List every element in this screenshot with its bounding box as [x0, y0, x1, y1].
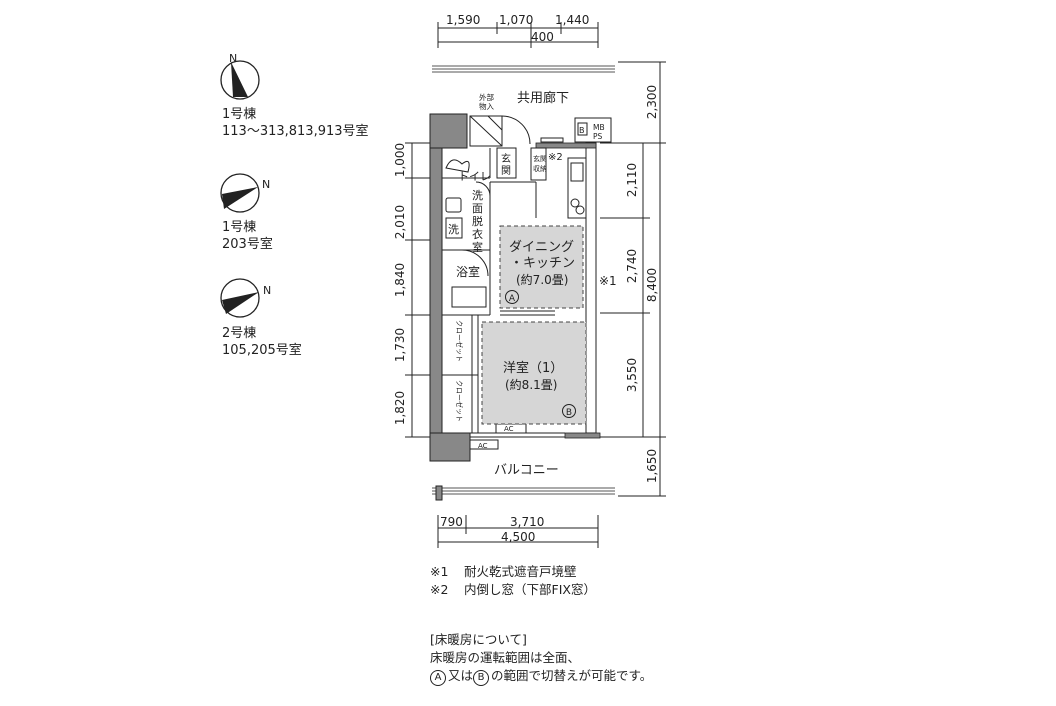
ac-label: AC	[478, 442, 488, 450]
dim-left-4: 1,730	[393, 328, 407, 362]
washer-label: 洗	[448, 223, 459, 236]
dim-top-3: 1,440	[555, 13, 589, 27]
dining-label: ・キッチン	[510, 256, 575, 271]
bath-label: 浴室	[456, 264, 480, 279]
room-numbers: 203号室	[222, 237, 273, 252]
washroom-label: 室	[472, 240, 483, 254]
closet1-label: クローゼット	[455, 320, 464, 362]
closet2-label: クローゼット	[455, 380, 464, 422]
bottom-dimensions	[437, 515, 599, 548]
mb-b-label: B	[579, 126, 585, 135]
left-dimensions	[405, 142, 430, 438]
dim-left-2: 2,010	[393, 205, 407, 239]
zone-b-letter: B	[566, 408, 572, 418]
dim-right-inner-2: 2,740	[625, 249, 639, 283]
dim-left-3: 1,840	[393, 263, 407, 297]
corridor-label: 共用廊下	[517, 90, 569, 106]
floor-heating-rest: の範囲で切替えが可能です。	[491, 668, 653, 683]
toilet-label: トイレ	[458, 170, 491, 183]
washroom-label: 脱	[472, 214, 483, 228]
compass-1: N	[220, 52, 260, 100]
washroom-label: 衣	[472, 227, 483, 241]
western-room-label: (約8.1畳)	[505, 377, 557, 392]
corridor-rails	[432, 65, 615, 73]
ac-label: AC	[504, 425, 514, 433]
note-2-mark: ※2	[430, 582, 449, 597]
entrance-area	[469, 115, 612, 147]
note-1-text: 耐火乾式遮音戸境壁	[464, 564, 577, 579]
compass-3-label: 2号棟 105,205号室	[222, 325, 302, 359]
compass-2-label: 1号棟 203号室	[222, 219, 273, 253]
floor-heating-title: [床暖房について]	[430, 632, 527, 647]
note-2-text: 内倒し窓（下部FIX窓）	[464, 582, 596, 597]
zone-a-marker	[505, 290, 519, 304]
north-letter: N	[263, 284, 271, 297]
top-dimensions	[437, 22, 599, 48]
room-numbers: 113〜313,813,913号室	[222, 124, 369, 139]
genkan-storage-label: 収納	[533, 164, 547, 173]
dim-right-outer-3: 1,650	[645, 449, 659, 483]
genkan-label: 玄	[501, 152, 511, 165]
building-name: 1号棟	[222, 220, 257, 235]
dim-bottom-1: 790	[440, 515, 463, 529]
zone-b-area	[481, 321, 587, 425]
partitions	[442, 147, 587, 450]
building-name: 1号棟	[222, 107, 257, 122]
external-storage-label: 外部	[479, 92, 494, 102]
balcony-label: バルコニー	[494, 463, 559, 478]
floor-heating-line-1: 床暖房の運転範囲は全面、	[430, 650, 581, 665]
zone-b-marker	[562, 404, 576, 418]
dim-right-outer-2: 8,400	[645, 268, 659, 302]
genkan-storage-label: 玄関	[533, 154, 547, 163]
dim-right-inner-1: 2,110	[625, 163, 639, 197]
dim-top-2: 1,070	[499, 13, 533, 27]
external-storage-label: 物入	[479, 101, 494, 111]
north-letter: N	[229, 52, 237, 65]
dim-bottom-3: 4,500	[501, 530, 535, 544]
dim-bottom-2: 3,710	[510, 515, 544, 529]
note-1: ※1 耐火乾式遮音戸境壁	[430, 563, 596, 581]
compass-3: N	[220, 278, 271, 318]
building-name: 2号棟	[222, 326, 257, 341]
washroom-label: 洗	[472, 189, 483, 202]
walls	[429, 113, 601, 462]
zone-a-letter: A	[509, 294, 516, 304]
note1-mark: ※1	[599, 274, 617, 288]
note-1-mark: ※1	[430, 564, 449, 579]
compass-1-label: 1号棟 113〜313,813,913号室	[222, 106, 369, 140]
dim-left-5: 1,820	[393, 391, 407, 425]
dining-label: ダイニング	[509, 240, 574, 255]
dining-label: (約7.0畳)	[516, 272, 568, 287]
washroom-label: 面	[472, 202, 483, 215]
zone-a-symbol: A	[430, 670, 446, 686]
mbps-label: MB	[593, 123, 605, 132]
mbps-label: PS	[593, 132, 603, 141]
dim-right-inner-3: 3,550	[625, 358, 639, 392]
notes-block: ※1 耐火乾式遮音戸境壁 ※2 内倒し窓（下部FIX窓）	[430, 563, 596, 599]
note-2: ※2 内倒し窓（下部FIX窓）	[430, 581, 596, 599]
dim-left-1: 1,000	[393, 143, 407, 177]
dim-top-4: 400	[531, 30, 554, 44]
compass-2: N	[220, 173, 270, 213]
dim-top-1: 1,590	[446, 13, 480, 27]
dim-right-outer-1: 2,300	[645, 85, 659, 119]
north-letter: N	[262, 178, 270, 191]
zone-b-symbol: B	[473, 670, 490, 686]
floor-heating-or: 又は	[448, 668, 474, 683]
western-room-label: 洋室（1）	[503, 360, 563, 376]
note2-mark: ※2	[548, 152, 563, 163]
zone-a-area	[499, 225, 584, 309]
balcony-rails	[432, 485, 615, 501]
right-dimensions	[600, 61, 666, 497]
room-numbers: 105,205号室	[222, 343, 302, 358]
genkan-label: 関	[501, 165, 511, 177]
